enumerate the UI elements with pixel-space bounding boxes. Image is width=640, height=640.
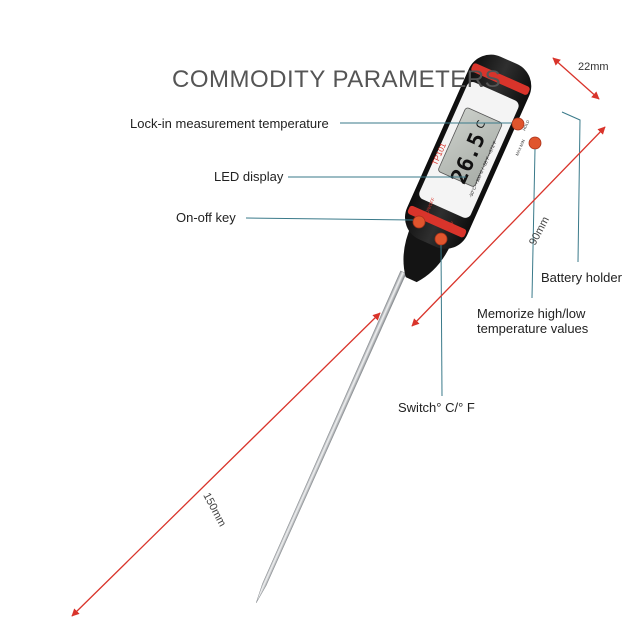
arrow-body	[411, 126, 606, 327]
page-title: COMMODITY PARAMETERS	[172, 66, 502, 93]
label-led: LED display	[214, 169, 284, 184]
leader-switch	[440, 244, 443, 397]
arrow-width	[552, 57, 600, 100]
leader-memorize	[531, 148, 536, 299]
label-switch: Switch° C/° F	[398, 400, 475, 415]
probe	[255, 270, 407, 604]
label-onoff: On-off key	[176, 210, 236, 225]
arrow-probe	[71, 312, 381, 617]
dim-body-label: 90mm	[527, 215, 552, 248]
label-lock: Lock-in measurement temperature	[130, 116, 329, 131]
dimension-arrows	[71, 57, 606, 617]
maxmin-button[interactable]	[528, 136, 542, 150]
dim-probe-label: 150mm	[200, 491, 228, 529]
onoff-button[interactable]	[412, 215, 426, 229]
dim-width-label: 22mm	[578, 61, 609, 73]
hold-label: HOLD	[521, 119, 530, 131]
leader-battery	[561, 111, 581, 263]
leader-onoff	[245, 217, 414, 221]
label-memorize-2: temperature values	[477, 321, 589, 336]
maxmin-label: MAX MIN	[514, 139, 526, 157]
top-red-band	[471, 63, 530, 95]
cf-button[interactable]	[434, 232, 448, 246]
label-battery: Battery holder	[541, 270, 622, 285]
label-memorize-1: Memorize high/low	[477, 306, 586, 321]
